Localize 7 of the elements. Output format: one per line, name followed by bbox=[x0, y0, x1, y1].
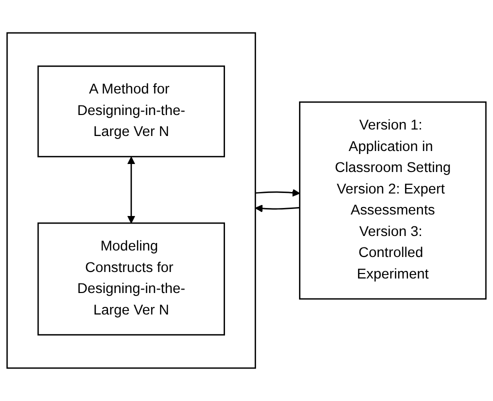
cluster bbox=[6, 32, 256, 369]
node-box: Version 1: Application in Classroom Setting Version 2: Expert Assessments Version 3: Controlled Experiment bbox=[299, 101, 487, 300]
arrow bbox=[127, 156, 136, 224]
arrow bbox=[255, 188, 300, 197]
node-box: A Method for Designing-in-the-Large Ver N bbox=[37, 66, 225, 158]
arrow bbox=[255, 204, 300, 212]
node-box: Modeling Constructs for Designing-in-the-Large Ver N bbox=[37, 222, 225, 336]
